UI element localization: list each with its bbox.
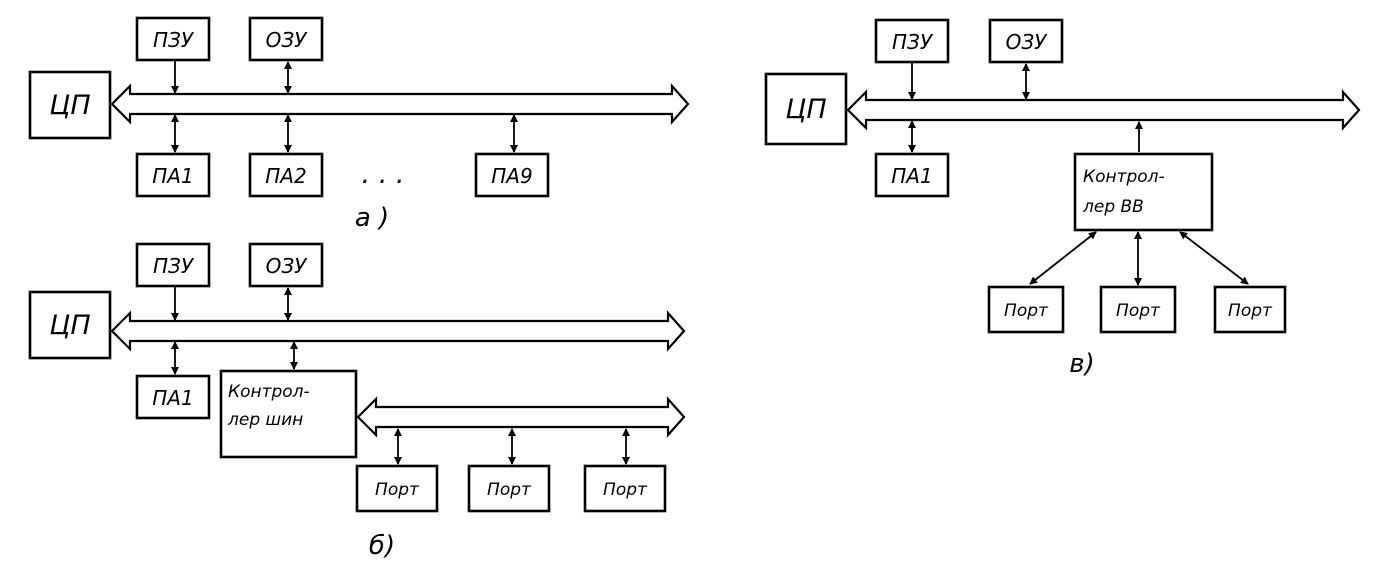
rom-label-c: ПЗУ <box>892 30 934 54</box>
cpu-label-c: ЦП <box>785 94 826 125</box>
bus-controller-label-line1: Контрол- <box>228 382 310 402</box>
pa2-box-a: ПА2 <box>248 152 324 198</box>
port3-label-b: Порт <box>603 480 648 500</box>
port3-box-b: Порт <box>583 464 667 513</box>
pa1-label-b: ПА1 <box>152 386 193 410</box>
port3-box-c: Порт <box>1213 285 1287 334</box>
bus-controller-label-line2: лер шин <box>227 410 303 430</box>
rom-box-b: ПЗУ <box>135 242 211 288</box>
bus-controller-box-b: Контрол- лер шин <box>219 369 358 459</box>
system-bus-a <box>110 83 690 125</box>
port2-box-b: Порт <box>467 464 551 513</box>
cpu-box-c: ЦП <box>764 72 848 146</box>
pa9-box-a: ПА9 <box>474 152 550 198</box>
rom-label-b: ПЗУ <box>153 254 195 278</box>
ram-box-b: ОЗУ <box>248 242 324 288</box>
cpu-box-a: ЦП <box>28 70 112 140</box>
pa1-box-a: ПА1 <box>135 152 211 198</box>
caption-b: б) <box>369 531 395 561</box>
pa1-box-b: ПА1 <box>135 374 211 420</box>
port1-box-b: Порт <box>355 464 439 513</box>
io-controller-label-line2: лер ВВ <box>1082 197 1144 217</box>
ram-label-c: ОЗУ <box>1006 30 1049 54</box>
cpu-label-b: ЦП <box>49 310 90 341</box>
pa2-label-a: ПА2 <box>265 164 306 188</box>
ram-label-b: ОЗУ <box>266 254 309 278</box>
port3-label-c: Порт <box>1228 301 1273 321</box>
caption-c: в) <box>1069 349 1094 379</box>
system-bus-c <box>846 89 1361 131</box>
pa1-label-c: ПА1 <box>891 164 932 188</box>
caption-a: а ) <box>355 203 389 233</box>
pa1-box-c: ПА1 <box>874 152 950 198</box>
ram-box-a: ОЗУ <box>248 16 324 62</box>
rom-box-c: ПЗУ <box>874 18 950 64</box>
cpu-label-a: ЦП <box>49 90 90 121</box>
system-bus-b <box>110 310 686 352</box>
diagram-b: ЦП ПЗУ ОЗУ ПА1 Контрол- лер шин Порт <box>28 242 686 561</box>
diagram-a: ЦП ПЗУ ОЗУ ПА1 ПА2 . . . ПА9 а ) <box>28 16 690 233</box>
port-bus-b <box>356 396 686 438</box>
port1-link-c <box>1029 231 1097 285</box>
port1-box-c: Порт <box>987 285 1065 334</box>
pa9-label-a: ПА9 <box>491 164 532 188</box>
port2-label-b: Порт <box>487 480 532 500</box>
port2-box-c: Порт <box>1099 285 1177 334</box>
rom-label-a: ПЗУ <box>153 28 195 52</box>
port1-label-b: Порт <box>375 480 420 500</box>
io-controller-label-line1: Контрол- <box>1083 167 1165 187</box>
io-controller-box-c: Контрол- лер ВВ <box>1073 152 1214 232</box>
port2-label-c: Порт <box>1116 301 1161 321</box>
ram-box-c: ОЗУ <box>988 18 1064 64</box>
rom-box-a: ПЗУ <box>135 16 211 62</box>
port1-label-c: Порт <box>1004 301 1049 321</box>
port3-link-c <box>1179 231 1249 285</box>
ram-label-a: ОЗУ <box>266 28 309 52</box>
diagram-c: ЦП ПЗУ ОЗУ ПА1 Контрол- лер ВВ Порт <box>764 18 1361 379</box>
cpu-box-b: ЦП <box>28 290 112 360</box>
pa1-label-a: ПА1 <box>152 164 193 188</box>
ellipsis-a: . . . <box>362 159 405 190</box>
